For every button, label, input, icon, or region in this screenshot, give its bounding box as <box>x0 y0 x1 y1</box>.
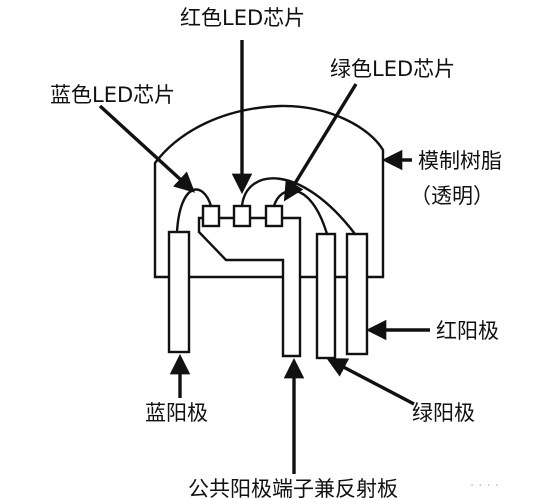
red-anode-label: 红阳极 <box>436 319 499 343</box>
resin-sublabel: （透明） <box>410 184 494 208</box>
resin-body-outline <box>153 104 385 279</box>
blue-chip-arrow <box>98 104 196 193</box>
blue-anode-lead <box>167 230 191 354</box>
resin-label: 模制树脂 <box>418 149 502 173</box>
common-terminal-reflector <box>197 216 302 358</box>
green-chip-arrow <box>283 83 358 202</box>
red-chip-label: 红色LED芯片 <box>180 6 305 30</box>
red-anode-lead <box>345 232 369 356</box>
common-terminal-label: 公共阳极端子兼反射板 <box>188 477 398 499</box>
green-anode-lead <box>315 232 337 360</box>
blue-led-chip <box>201 204 221 228</box>
green-anode-arrow <box>326 358 415 406</box>
green-chip-label: 绿色LED芯片 <box>330 57 455 81</box>
green-anode-label: 绿阳极 <box>412 401 475 425</box>
red-led-chip <box>232 204 252 228</box>
watermark: · · · · <box>470 479 499 494</box>
blue-chip-label: 蓝色LED芯片 <box>50 83 175 107</box>
green-led-chip <box>264 204 284 228</box>
blue-anode-label: 蓝阳极 <box>145 401 208 425</box>
